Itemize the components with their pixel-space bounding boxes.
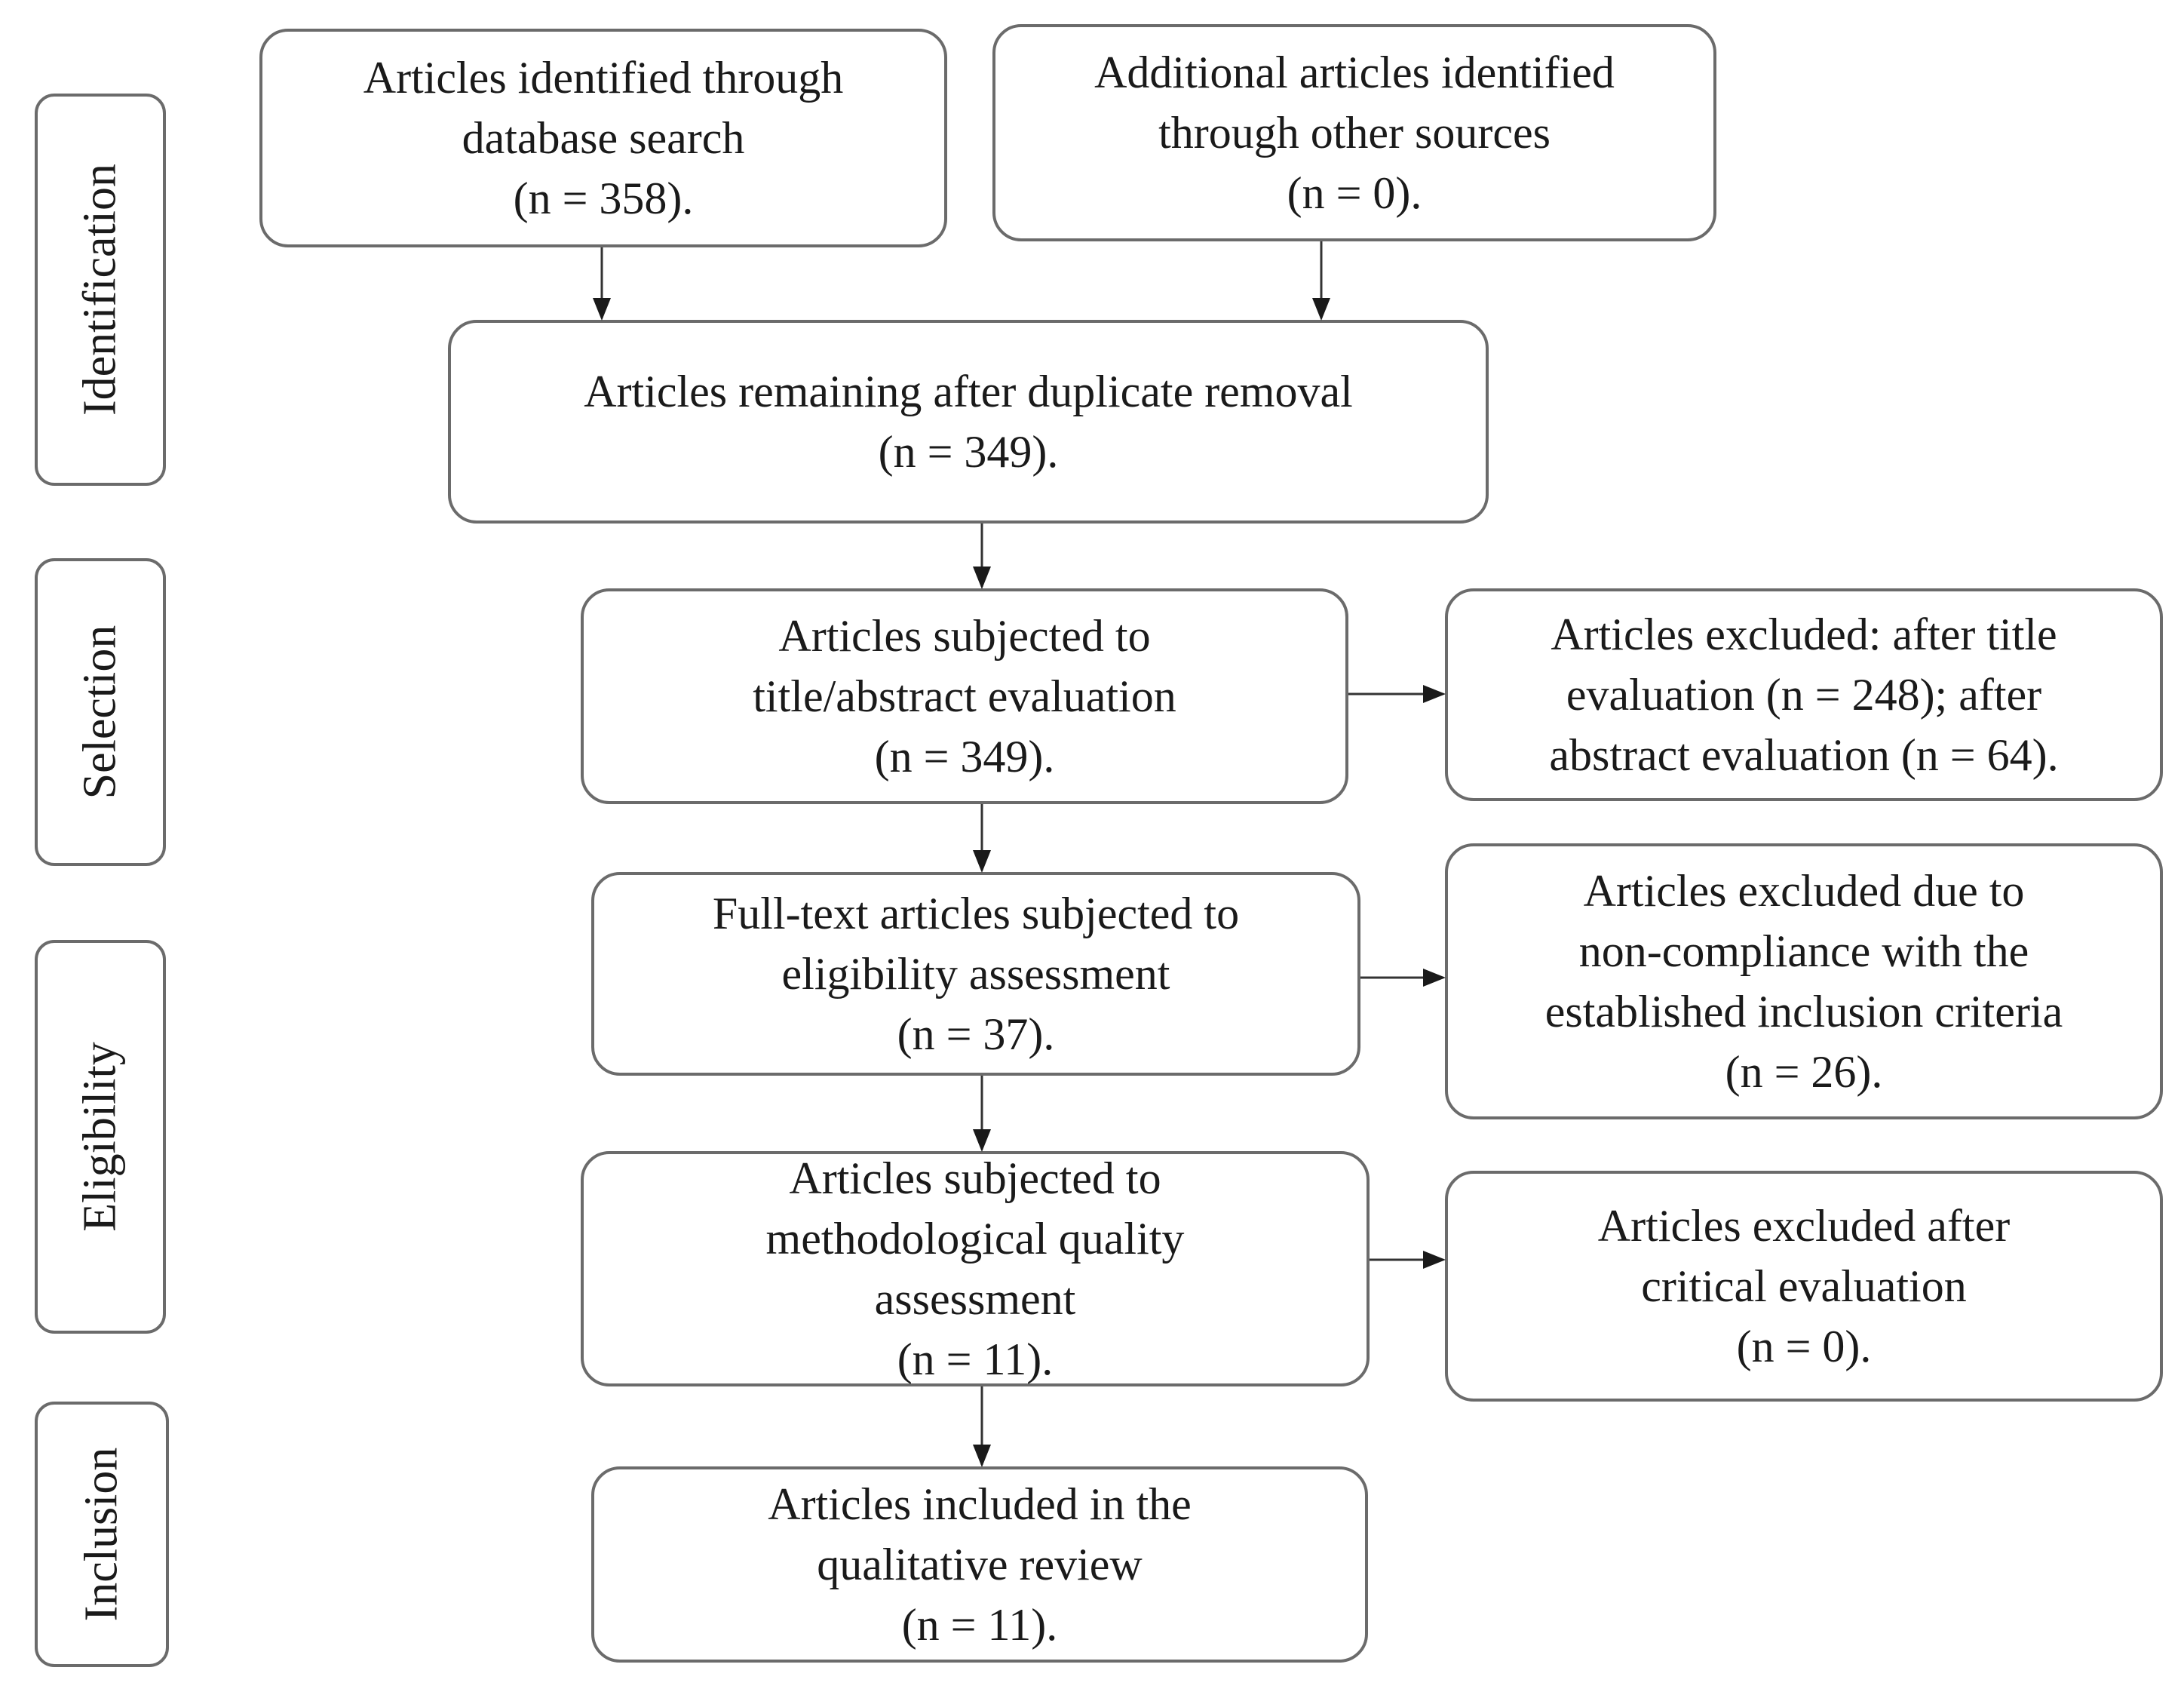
box-excluded-criteria: Articles excluded due to non-compliance … — [1445, 843, 2163, 1119]
box-line: (n = 349). — [874, 732, 1055, 781]
box-line: Articles identified through — [363, 53, 844, 103]
box-line: Articles excluded due to — [1583, 866, 2025, 916]
box-line: (n = 358). — [513, 173, 694, 223]
box-line: eligibility assessment — [781, 949, 1170, 999]
box-line: Articles remaining after duplicate remov… — [584, 367, 1353, 416]
box-included: Articles included in the qualitative rev… — [591, 1466, 1368, 1663]
box-line: non-compliance with the — [1578, 926, 2029, 976]
box-line: Articles included in the — [768, 1479, 1192, 1529]
box-after-duplicates: Articles remaining after duplicate remov… — [448, 320, 1489, 524]
box-line: (n = 349). — [878, 427, 1059, 477]
box-line: abstract evaluation (n = 64). — [1549, 730, 2059, 780]
box-line: critical evaluation — [1641, 1261, 1967, 1311]
box-line: (n = 0). — [1736, 1322, 1872, 1371]
box-line: Articles excluded after — [1597, 1201, 2011, 1251]
box-line: Articles excluded: after title — [1551, 610, 2057, 659]
box-database-search: Articles identified through database sea… — [259, 29, 947, 247]
box-full-text: Full-text articles subjected to eligibil… — [591, 872, 1360, 1076]
box-line: (n = 11). — [897, 1334, 1054, 1384]
box-line: database search — [462, 113, 745, 163]
box-line: (n = 37). — [897, 1009, 1055, 1059]
box-line: evaluation (n = 248); after — [1566, 670, 2042, 720]
box-excluded-title-abstract: Articles excluded: after title evaluatio… — [1445, 588, 2163, 801]
box-line: assessment — [874, 1274, 1076, 1324]
box-line: Articles subjected to — [789, 1153, 1161, 1203]
box-line: title/abstract evaluation — [753, 671, 1176, 721]
box-line: (n = 11). — [901, 1600, 1058, 1650]
stage-eligibility: Eligibility — [35, 940, 166, 1334]
box-line: qualitative review — [817, 1540, 1143, 1589]
box-line: Additional articles identified — [1094, 48, 1615, 97]
box-title-abstract: Articles subjected to title/abstract eva… — [581, 588, 1348, 804]
stage-selection: Selection — [35, 558, 166, 866]
box-line: Articles subjected to — [778, 611, 1151, 661]
box-line: (n = 0). — [1287, 168, 1422, 218]
box-line: Full-text articles subjected to — [712, 889, 1240, 938]
box-excluded-critical: Articles excluded after critical evaluat… — [1445, 1171, 2163, 1402]
box-line: methodological quality — [765, 1214, 1185, 1264]
box-line: through other sources — [1158, 108, 1551, 158]
box-quality-assessment: Articles subjected to methodological qua… — [581, 1151, 1370, 1386]
stage-identification: Identification — [35, 94, 166, 486]
box-other-sources: Additional articles identified through o… — [992, 24, 1716, 241]
box-line: (n = 26). — [1725, 1047, 1883, 1097]
stage-inclusion: Inclusion — [35, 1402, 169, 1667]
box-line: established inclusion criteria — [1544, 987, 2063, 1036]
